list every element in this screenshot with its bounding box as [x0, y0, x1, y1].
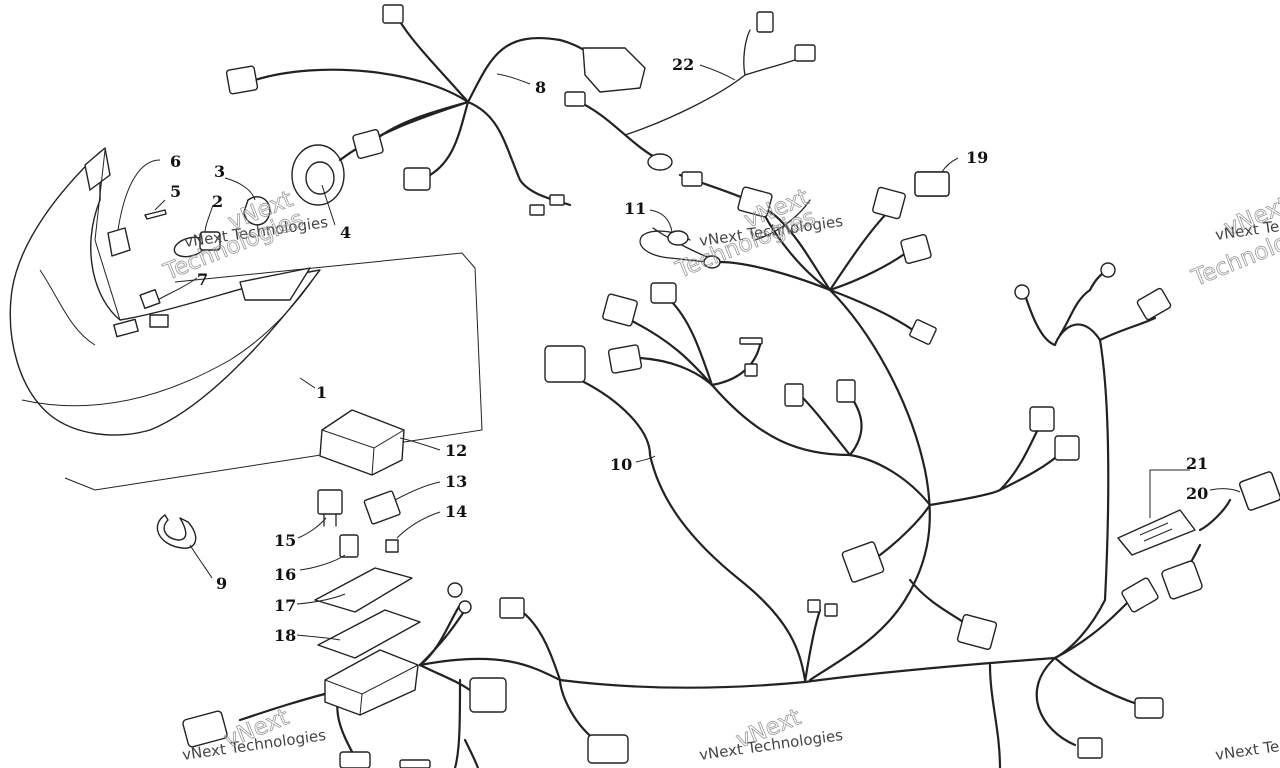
- fuse-box-seal: [317, 609, 421, 659]
- foam-pad: [314, 567, 413, 613]
- headlight-assembly: [9, 147, 321, 436]
- relay-large: [317, 489, 343, 527]
- callout-11: 11: [624, 199, 646, 218]
- callout-1: 1: [316, 383, 327, 402]
- callout-12: 12: [445, 441, 467, 460]
- callout-5: 5: [170, 182, 181, 201]
- callout-numbers: 1 2 3 4 5 6 7 8 9 10 11 12 13 14 15 16 1…: [170, 55, 1208, 645]
- callout-2: 2: [212, 192, 223, 211]
- callout-13: 13: [445, 472, 467, 491]
- callout-20: 20: [1186, 484, 1208, 503]
- cable-tie: [156, 514, 197, 549]
- relay-small: [363, 490, 401, 525]
- callout-9: 9: [216, 574, 227, 593]
- headlight-bulb: [173, 231, 221, 258]
- callout-14: 14: [445, 502, 467, 521]
- callout-22: 22: [672, 55, 694, 74]
- callout-10: 10: [610, 455, 632, 474]
- callout-leaders: [117, 64, 1241, 641]
- fuse-block: [324, 649, 419, 716]
- bulb-retainer-spring: [243, 196, 271, 226]
- connector-19: [914, 171, 950, 197]
- relay-medium: [339, 534, 359, 558]
- mini-fuse: [385, 539, 399, 553]
- screw: [144, 209, 167, 220]
- nut-clip: [139, 288, 161, 310]
- harness-ring-wire: [639, 230, 721, 269]
- callout-4: 4: [340, 223, 351, 242]
- callout-7: 7: [197, 270, 208, 289]
- bulb-boot-cover: [291, 144, 345, 206]
- callout-17: 17: [274, 596, 296, 615]
- callout-16: 16: [274, 565, 296, 584]
- connector-20: [1239, 471, 1280, 511]
- callout-3: 3: [214, 162, 225, 181]
- clip-bracket: [107, 227, 131, 257]
- callout-19: 19: [966, 148, 988, 167]
- watermark-text: vNext Technologies: [1214, 726, 1280, 764]
- callout-6: 6: [170, 152, 181, 171]
- callout-15: 15: [274, 531, 296, 550]
- callout-21: 21: [1186, 454, 1208, 473]
- callout-8: 8: [535, 78, 546, 97]
- fuse-box-cover: [319, 409, 405, 476]
- headlight-bounding-frame: [64, 252, 483, 491]
- callout-18: 18: [274, 626, 296, 645]
- label-decal: [1117, 509, 1196, 556]
